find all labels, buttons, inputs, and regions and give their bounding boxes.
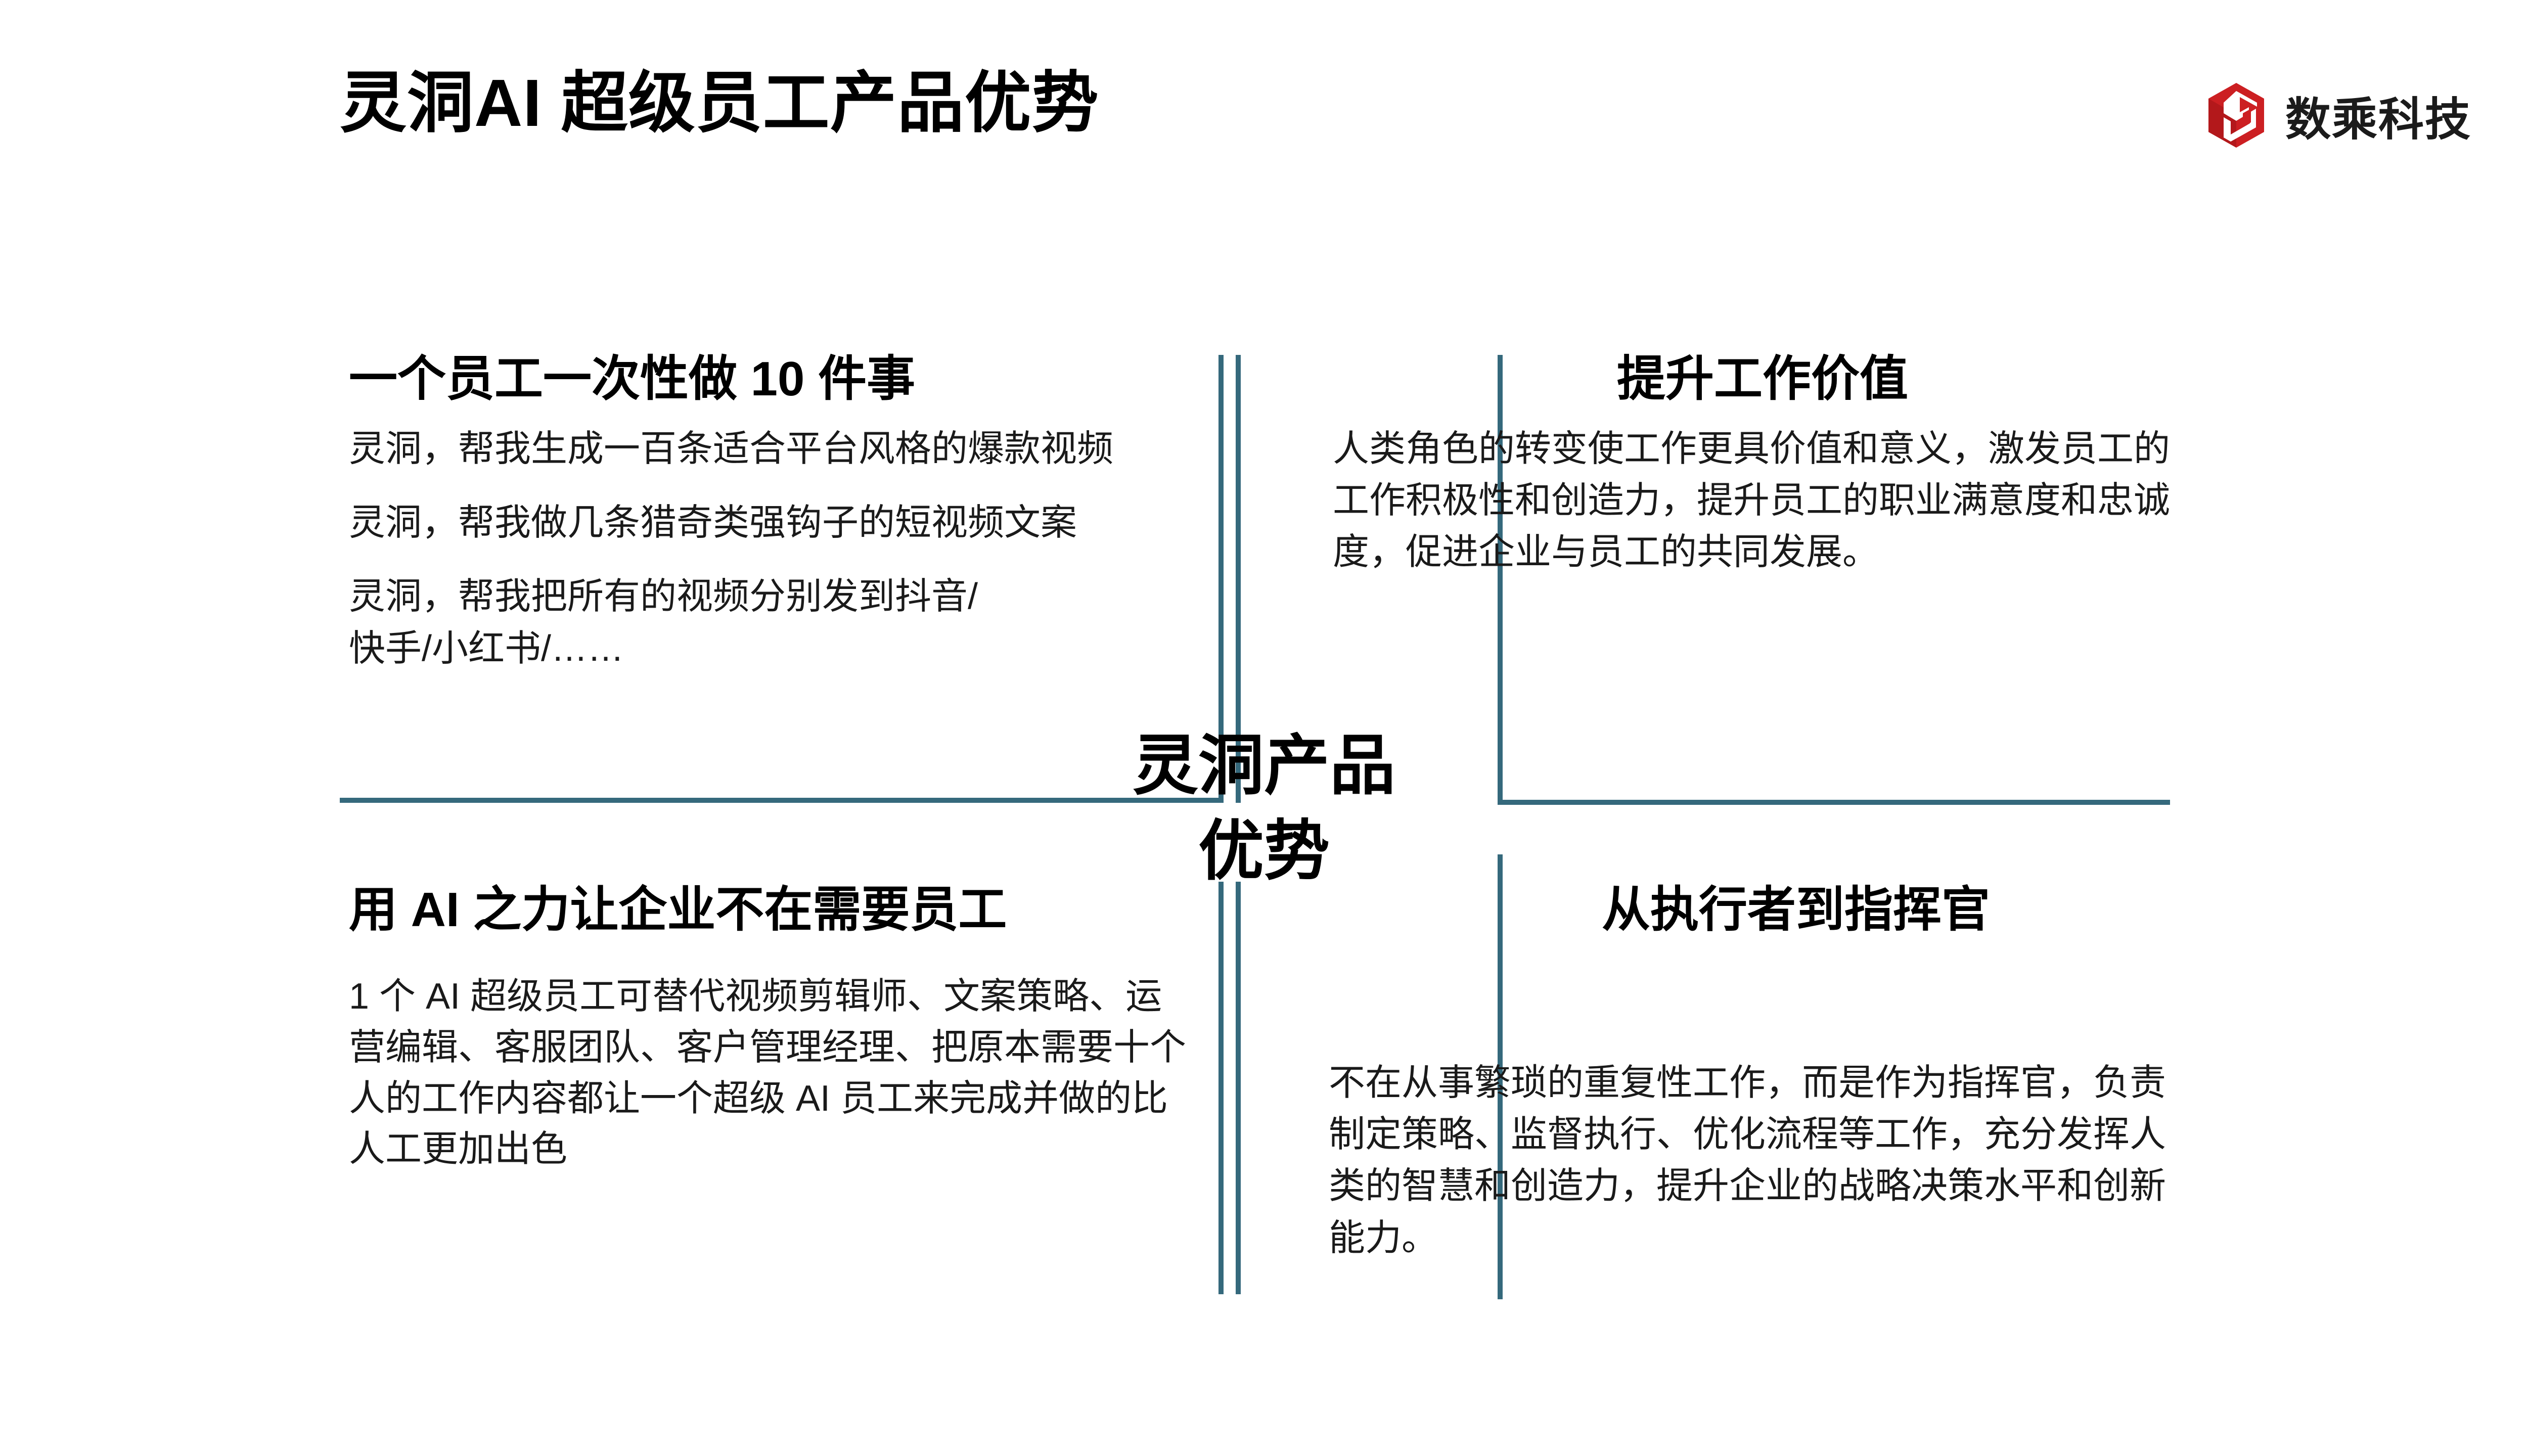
divider-center-right-vertical-top: [1498, 355, 1503, 804]
center-label-line-1: 灵洞产品: [1132, 729, 1395, 802]
brand-lockup: 数乘科技: [2206, 82, 2471, 149]
shucheng-cube-logo-icon: [2208, 83, 2264, 148]
center-label: 灵洞产品 优势: [1072, 723, 1456, 894]
divider-center-left-vertical-inner-bottom: [1236, 882, 1241, 1294]
quadrant-top-right-heading: 提升工作价值: [1617, 352, 1908, 406]
divider-bottom-right-horizontal: [1498, 800, 2170, 805]
brand-name: 数乘科技: [2285, 95, 2471, 145]
divider-center-left-vertical-inner-top: [1236, 355, 1241, 803]
quadrant-bottom-left: 用 AI 之力让企业不在需要员工 1 个 AI 超级员工可替代视频剪辑师、文案策…: [349, 880, 1198, 1175]
divider-center-left-vertical-outer-bottom: [1218, 882, 1224, 1294]
quadrant-top-left-heading: 一个员工一次性做 10 件事: [349, 352, 916, 406]
divider-center-right-vertical-bottom: [1498, 854, 1503, 1299]
quadrant-top-right: 提升工作价值 人类角色的转变使工作更具价值和意义，激发员工的工作积极性和创造力，…: [1333, 349, 2192, 578]
divider-center-left-vertical-outer-top: [1218, 355, 1224, 803]
quadrant-top-left-paragraph-2: 灵洞，帮我做几条猎奇类强钩子的短视频文案: [349, 503, 1077, 543]
center-label-line-2: 优势: [1198, 814, 1330, 888]
quadrant-top-right-paragraph-1: 人类角色的转变使工作更具价值和意义，激发员工的工作积极性和创造力，提升员工的职业…: [1333, 428, 2171, 573]
quadrant-top-left: 一个员工一次性做 10 件事 灵洞，帮我生成一百条适合平台风格的爆款视频 灵洞，…: [349, 349, 1198, 674]
quadrant-bottom-right: 从执行者到指挥官 不在从事繁琐的重复性工作，而是作为指挥官，负责制定策略、监督执…: [1329, 880, 2456, 1264]
quadrant-bottom-left-heading: 用 AI 之力让企业不在需要员工: [349, 883, 1007, 937]
quadrant-bottom-left-paragraph-1: 1 个 AI 超级员工可替代视频剪辑师、文案策略、运营编辑、客服团队、客户管理经…: [349, 976, 1187, 1170]
quadrant-top-left-paragraph-1: 灵洞，帮我生成一百条适合平台风格的爆款视频: [349, 428, 1114, 469]
divider-top-left-horizontal: [340, 798, 1224, 803]
quadrant-bottom-right-heading: 从执行者到指挥官: [1602, 883, 1990, 937]
page-title: 灵洞AI 超级员工产品优势: [340, 66, 1099, 140]
quadrant-bottom-right-paragraph-1: 不在从事繁琐的重复性工作，而是作为指挥官，负责制定策略、监督执行、优化流程等工作…: [1329, 1062, 2166, 1258]
quadrant-top-left-paragraph-3: 灵洞，帮我把所有的视频分别发到抖音/快手/小红书/……: [349, 576, 978, 669]
